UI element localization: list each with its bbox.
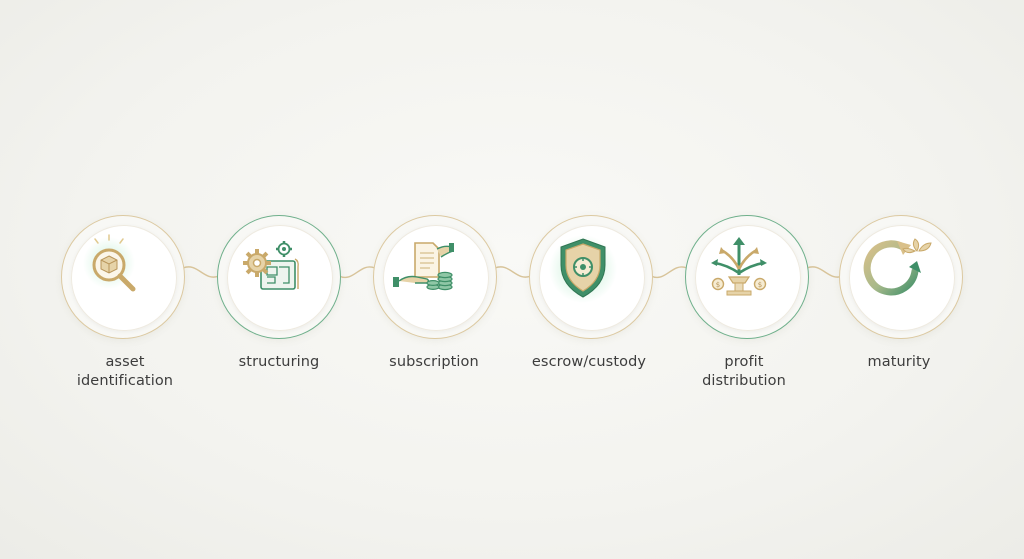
label-line: distribution xyxy=(702,373,786,389)
svg-text:$: $ xyxy=(758,281,762,289)
step-structuring xyxy=(217,215,341,339)
step-maturity xyxy=(839,215,963,339)
step-subscription-disc xyxy=(383,225,489,331)
step-label-profit-distribution: profit distribution xyxy=(664,353,824,391)
connector-2-3 xyxy=(338,266,376,279)
label-line: identification xyxy=(76,373,174,389)
connector-5-6 xyxy=(806,266,844,278)
step-label-asset-identification: asset identification xyxy=(45,353,205,391)
label-line: asset xyxy=(105,354,145,370)
connector-1-2 xyxy=(182,266,220,278)
cycle-arrow-leaf-icon xyxy=(863,238,932,296)
step-profit-distribution: $ $ xyxy=(685,215,809,339)
magnifier-cube-icon xyxy=(83,234,136,292)
step-subscription xyxy=(373,215,497,339)
label-line: escrow/custody xyxy=(531,354,647,370)
step-escrow-custody xyxy=(529,215,653,339)
document-coins-handshake-icon xyxy=(393,242,454,291)
connector-3-4 xyxy=(494,266,532,278)
label-line: maturity xyxy=(867,354,931,370)
step-label-escrow-custody: escrow/custody xyxy=(509,353,669,372)
shield-vault-icon xyxy=(549,235,617,303)
svg-text:$: $ xyxy=(716,281,720,289)
step-label-structuring: structuring xyxy=(199,353,359,372)
step-label-subscription: subscription xyxy=(354,353,514,372)
fountain-arrows-icon: $ $ xyxy=(711,237,767,296)
step-asset-identification xyxy=(61,215,185,339)
gears-blueprint-icon xyxy=(243,241,299,290)
label-line: structuring xyxy=(238,354,320,370)
label-line: profit xyxy=(724,354,764,370)
connector-4-5 xyxy=(650,266,688,279)
step-label-maturity: maturity xyxy=(819,353,979,372)
label-line: subscription xyxy=(389,354,479,370)
